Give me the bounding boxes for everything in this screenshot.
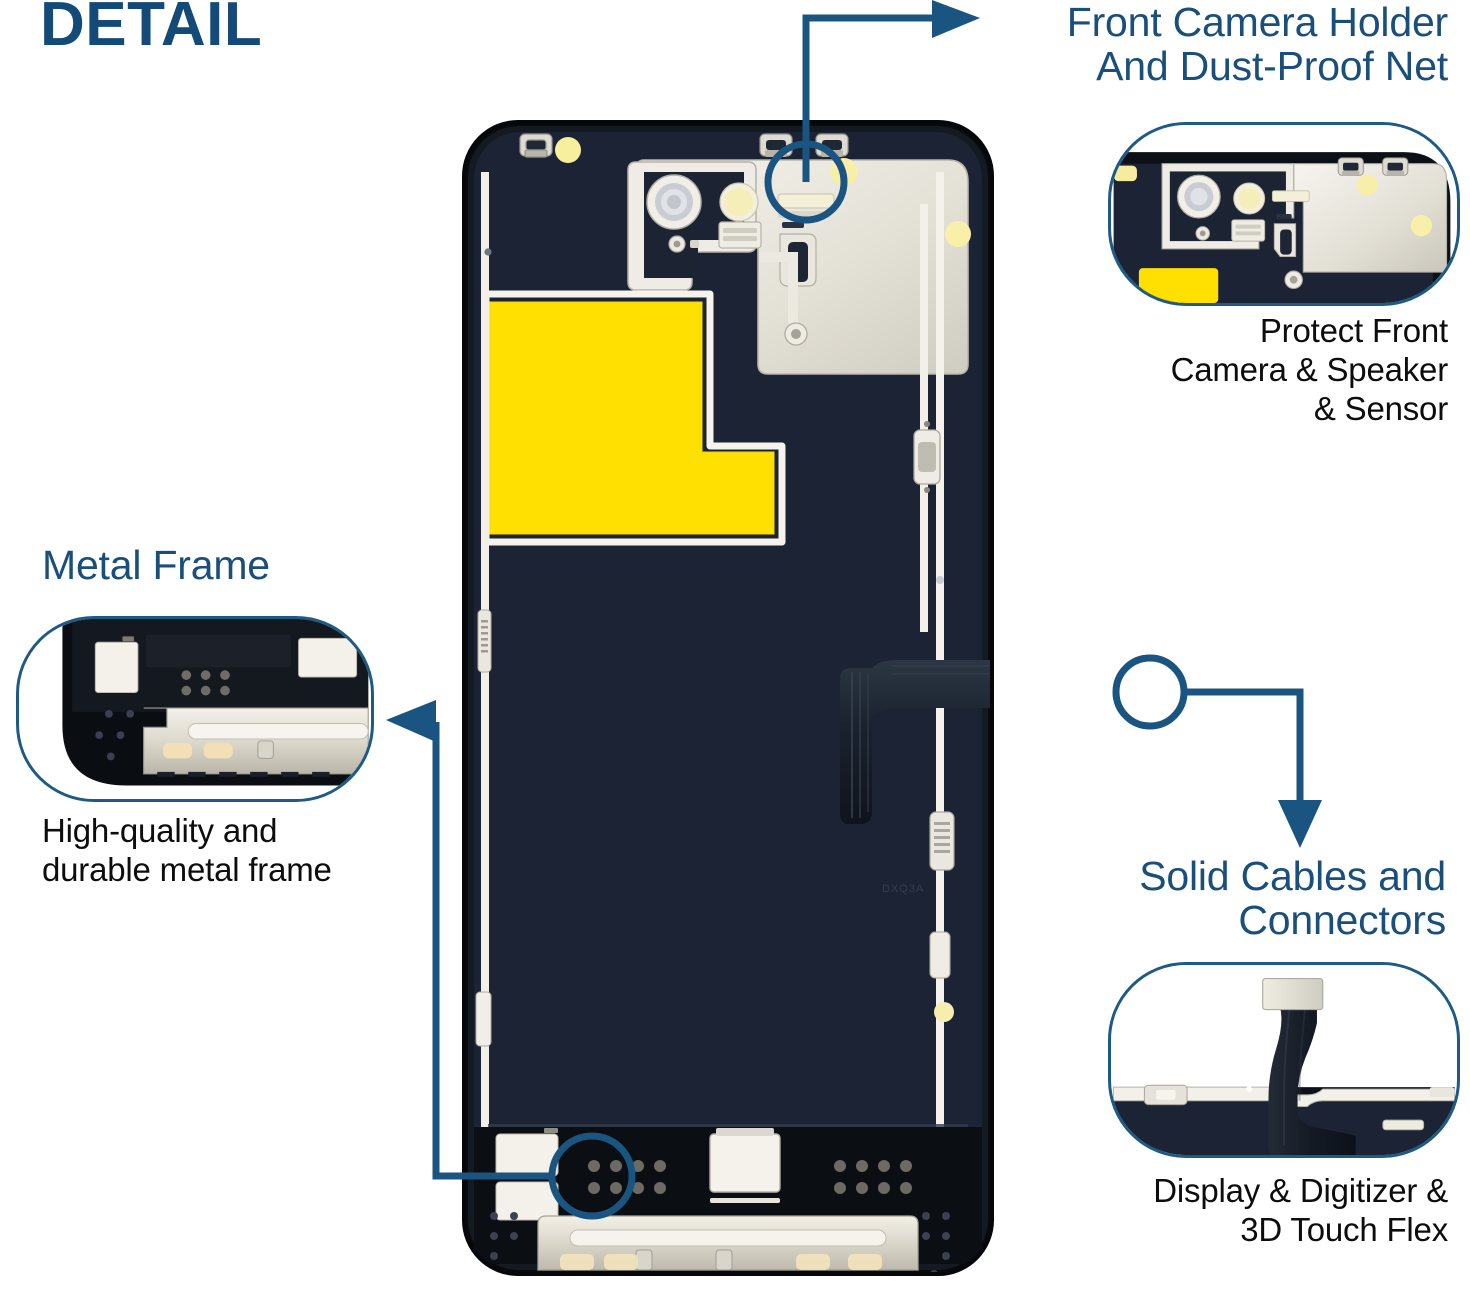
camera-holder-closeup-illustration [1113,125,1455,303]
heading-line-1: Front Camera Holder [1066,0,1448,45]
svg-text:DXQ3A: DXQ3A [882,883,924,895]
caption-line-1: High-quality and [42,812,278,849]
product-main-image: DXQ3A [448,112,1008,1284]
caption-line-2: durable metal frame [42,850,332,888]
phone-assembly-illustration: DXQ3A [462,120,994,1276]
caption-line-1: Display & Digitizer & [1153,1172,1448,1209]
callout-circle-solid-cables [1112,654,1188,730]
heading-line-1: Metal Frame [42,542,270,588]
feature-caption-solid-cables: Display & Digitizer & 3D Touch Flex [1018,1172,1448,1250]
feature-heading-metal-frame: Metal Frame [42,542,442,588]
feature-caption-metal-frame: High-quality and durable metal frame [42,812,442,890]
page-title: DETAIL [40,0,263,59]
inset-cable-connector-closeup [1108,962,1460,1158]
feature-heading-solid-cables: Solid Cables and Connectors [946,854,1446,943]
inset-metal-frame-closeup [16,616,374,802]
leader-line-solid-cables [1184,688,1304,806]
caption-line-2: Camera & Speaker [1170,350,1449,388]
inset-camera-holder-closeup [1108,122,1460,306]
metal-frame-closeup-illustration [21,619,369,799]
caption-line-3: & Sensor [1313,389,1448,427]
feature-heading-front-camera-holder: Front Camera Holder And Dust-Proof Net [928,0,1448,89]
feature-caption-front-camera-holder: Protect Front Camera & Speaker & Sensor [1018,312,1449,429]
heading-line-2: Connectors [1238,897,1446,944]
arrow-left-icon [386,700,436,742]
caption-line-2: 3D Touch Flex [1240,1210,1448,1248]
heading-line-2: And Dust-Proof Net [1096,43,1448,90]
caption-line-1: Protect Front [1259,312,1448,349]
arrow-down-icon [1278,800,1322,848]
heading-line-1: Solid Cables and [1139,853,1446,899]
cable-connector-closeup-illustration [1112,965,1456,1155]
